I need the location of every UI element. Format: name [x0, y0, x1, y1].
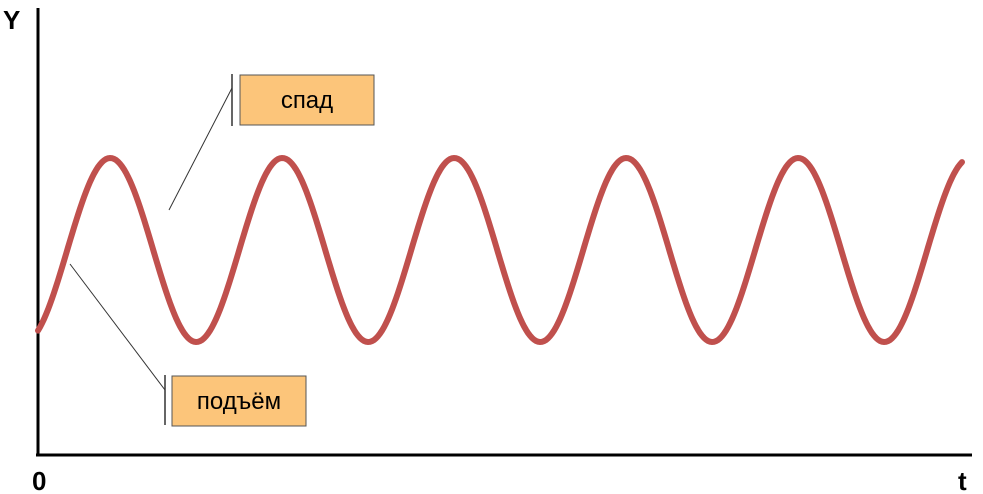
rise-leader-line: [69, 263, 166, 391]
x-axis-label: t: [958, 466, 967, 494]
decline-callout-box: [239, 74, 375, 126]
rise-callout-label: подъём: [197, 388, 281, 415]
origin-label: 0: [32, 466, 46, 494]
cycle-curve: [35, 154, 965, 346]
decline-callout-label: спад: [281, 87, 333, 114]
decline-leader-line: [168, 87, 233, 211]
rise-callout-box: [171, 375, 307, 427]
y-axis-label: Y: [3, 5, 20, 35]
